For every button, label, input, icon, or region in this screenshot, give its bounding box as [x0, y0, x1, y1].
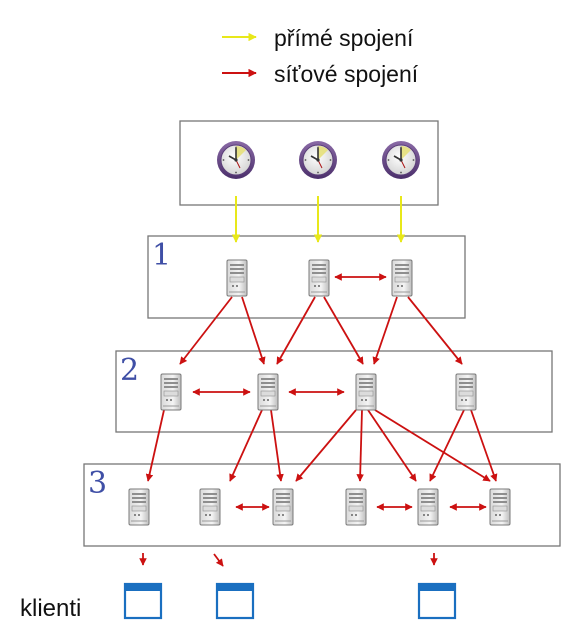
- window-icon: [123, 582, 163, 620]
- server-icon: [257, 373, 279, 411]
- clock-icon: [216, 140, 256, 180]
- tier-1-label: 1: [152, 238, 171, 273]
- network-link: [323, 296, 364, 365]
- stratum-3-box: [83, 463, 561, 547]
- network-link: [407, 296, 463, 365]
- network-link: [470, 409, 498, 482]
- server-icon: [417, 488, 439, 526]
- network-link: [372, 296, 398, 365]
- server-icon: [308, 259, 330, 297]
- network-links: [139, 273, 498, 567]
- network-link: [429, 409, 465, 482]
- network-link: [276, 296, 316, 365]
- legend-direct-label: přímé spojení: [274, 25, 414, 51]
- tier-3-label: 3: [88, 466, 107, 501]
- legend-network-label: síťové spojení: [274, 61, 419, 87]
- server-icon: [272, 488, 294, 526]
- network-link: [229, 409, 263, 482]
- network-link: [145, 409, 165, 482]
- direct-links: [231, 196, 406, 243]
- server-icon: [489, 488, 511, 526]
- network-link: [179, 296, 233, 365]
- network-link: [213, 553, 224, 567]
- server-icon: [391, 259, 413, 297]
- server-icon: [199, 488, 221, 526]
- window-icon: [417, 582, 457, 620]
- server-icon: [128, 488, 150, 526]
- network-link: [356, 409, 364, 482]
- server-icon: [355, 373, 377, 411]
- network-link: [374, 409, 491, 482]
- server-icon: [160, 373, 182, 411]
- clock-icon: [381, 140, 421, 180]
- stratum-1-box: [147, 235, 466, 319]
- network-link: [270, 409, 284, 482]
- network-link: [367, 409, 417, 482]
- legend: přímé spojení síťové spojení: [222, 25, 419, 87]
- clock-icon: [298, 140, 338, 180]
- network-link: [241, 296, 266, 365]
- window-icon: [215, 582, 255, 620]
- clients-label: klienti: [20, 595, 81, 622]
- server-icon: [226, 259, 248, 297]
- server-icon: [455, 373, 477, 411]
- tier-2-label: 2: [120, 353, 139, 388]
- network-link: [295, 409, 357, 482]
- server-icon: [345, 488, 367, 526]
